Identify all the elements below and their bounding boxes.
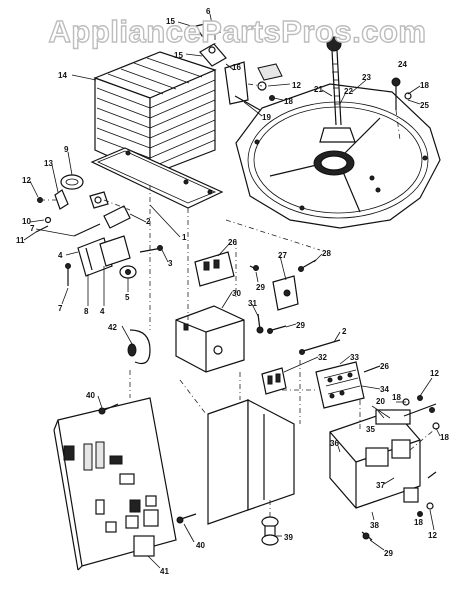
callout-c15a: 15 [166, 17, 175, 26]
callout-c30: 30 [232, 289, 241, 298]
callout-c27: 27 [278, 251, 287, 260]
callout-c2a: 2 [146, 217, 151, 226]
callout-c18e: 18 [414, 518, 423, 527]
callout-c6: 6 [206, 7, 211, 16]
callout-c4b: 4 [100, 307, 105, 316]
callout-c20: 20 [376, 397, 385, 406]
callout-c26a: 26 [228, 238, 237, 247]
bottom-chassis [53, 397, 373, 571]
terminal-parts [261, 361, 381, 409]
callout-c1: 1 [182, 233, 187, 242]
part-callouts: 15 15 6 14 16 12 18 19 21 22 23 24 18 25… [16, 7, 449, 576]
motor-shaft [319, 36, 356, 143]
middle-parts [127, 251, 341, 373]
callout-c3: 3 [168, 259, 173, 268]
callout-c14: 14 [58, 71, 67, 80]
callout-c11: 11 [16, 236, 25, 245]
callout-c24: 24 [398, 60, 407, 69]
motor-mount-plate [235, 83, 441, 229]
callout-c12c: 12 [430, 369, 439, 378]
leader-lines [23, 13, 441, 569]
callout-c42: 42 [108, 323, 117, 332]
callout-c25: 25 [420, 101, 429, 110]
heatsink-part [93, 51, 217, 176]
callout-c12a: 12 [292, 81, 301, 90]
callout-c13: 13 [44, 159, 53, 168]
callout-c7a: 7 [30, 224, 35, 233]
left-side-parts [35, 174, 163, 286]
callout-c41: 41 [160, 567, 169, 576]
callout-c9: 9 [64, 145, 69, 154]
callout-c29c: 29 [384, 549, 393, 558]
callout-c29a: 29 [256, 283, 265, 292]
callout-c28: 28 [322, 249, 331, 258]
callout-c8: 8 [84, 307, 89, 316]
callout-c12b: 12 [22, 176, 31, 185]
callout-c36: 36 [330, 439, 339, 448]
callout-c40a: 40 [86, 391, 95, 400]
callout-c39: 39 [284, 533, 293, 542]
callout-c18c: 18 [392, 393, 401, 402]
callout-c29b: 29 [296, 321, 305, 330]
callout-c31: 31 [248, 299, 257, 308]
callout-c21: 21 [314, 85, 323, 94]
callout-c33: 33 [350, 353, 359, 362]
heatsink-base-plate [90, 147, 224, 209]
callout-c19: 19 [262, 113, 271, 122]
callout-c2b: 2 [342, 327, 347, 336]
top-bracket-parts [195, 21, 283, 111]
callout-c23: 23 [362, 73, 371, 82]
callout-c4a: 4 [58, 251, 63, 260]
callout-c35: 35 [366, 425, 375, 434]
callout-c18d: 18 [440, 433, 449, 442]
callout-c5: 5 [125, 293, 130, 302]
callout-c26b: 26 [380, 362, 389, 371]
assembly-guide-lines [129, 185, 361, 518]
callout-c38: 38 [370, 521, 379, 530]
right-bottom-parts [329, 395, 440, 517]
callout-c18b: 18 [420, 81, 429, 90]
callout-c16: 16 [232, 63, 241, 72]
callout-c10: 10 [22, 217, 31, 226]
callout-c40b: 40 [196, 541, 205, 550]
callout-c18a: 18 [284, 97, 293, 106]
callout-c12d: 12 [428, 531, 437, 540]
callout-c32: 32 [318, 353, 327, 362]
callout-c7b: 7 [58, 304, 63, 313]
callout-c15b: 15 [174, 51, 183, 60]
callout-c22: 22 [344, 87, 353, 96]
right-bolt-parts [391, 77, 412, 141]
callout-c34: 34 [380, 385, 389, 394]
callout-c37: 37 [376, 481, 385, 490]
